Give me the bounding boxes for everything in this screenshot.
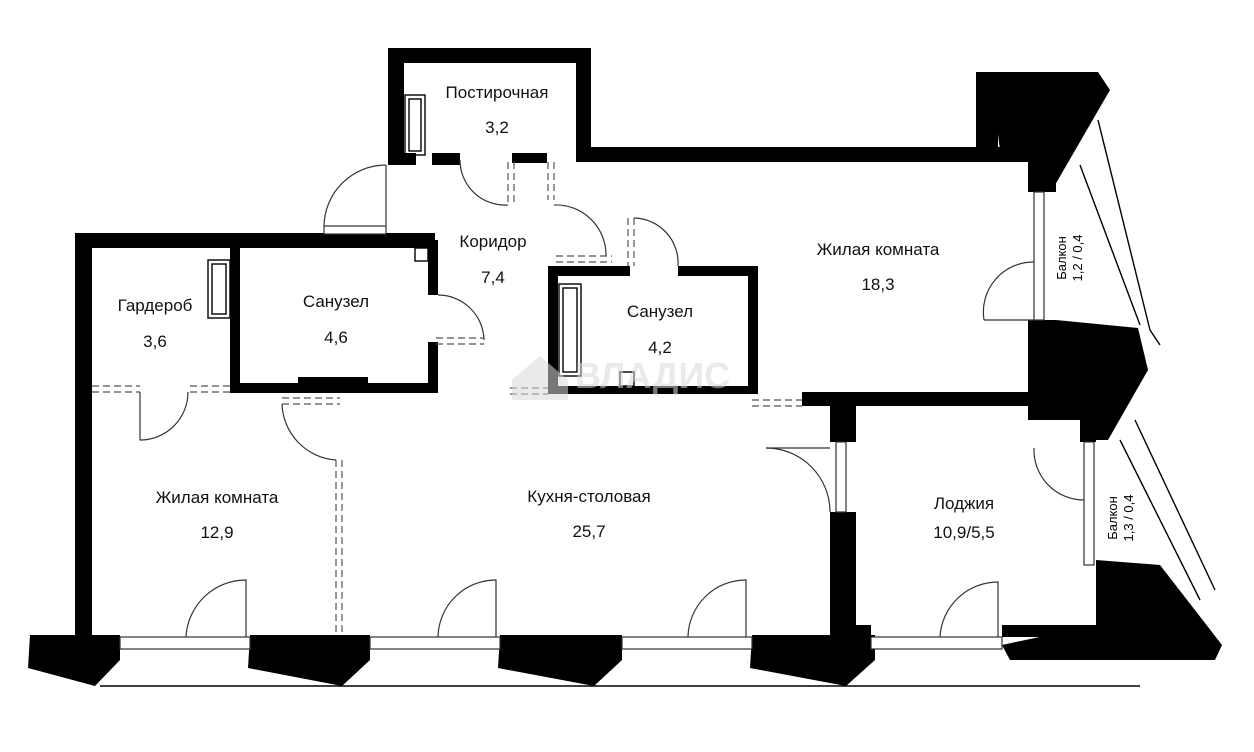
watermark-text: ВЛАДИС (575, 355, 730, 396)
room-area-garderob: 3,6 (143, 332, 167, 351)
exterior-outline (100, 119, 1216, 687)
shower-icon (414, 247, 429, 262)
balcony-area-2: 1,3 / 0,4 (1121, 495, 1136, 542)
doors (139, 159, 1085, 638)
room-area-sanuzel-2: 4,2 (648, 338, 672, 357)
room-name-zhilaya-malaya: Жилая комната (156, 488, 279, 507)
room-area-zhilaya-malaya: 12,9 (200, 523, 233, 542)
room-labels: Постирочная 3,2 Коридор 7,4 Гардероб 3,6… (118, 83, 995, 542)
room-area-sanuzel-1: 4,6 (324, 328, 348, 347)
partitions (92, 162, 802, 635)
watermark: ВЛАДИС (512, 355, 730, 400)
room-area-lodzhiya: 10,9/5,5 (933, 523, 994, 542)
room-area-zhilaya-bolshaya: 18,3 (861, 275, 894, 294)
windows (119, 191, 1095, 650)
room-area-postirochnaya: 3,2 (485, 118, 509, 137)
balcony-area-1: 1,2 / 0,4 (1070, 235, 1085, 282)
room-name-lodzhiya: Лоджия (934, 494, 994, 513)
room-name-kukhnya: Кухня-столовая (527, 487, 650, 506)
balcony-name-2: Балкон (1105, 496, 1120, 540)
sink-icon (619, 371, 635, 387)
balcony-name-1: Балкон (1054, 236, 1069, 280)
bathtub-icon-2 (558, 283, 582, 377)
bathtub-icon (207, 259, 231, 319)
walls (28, 48, 1222, 686)
room-name-sanuzel-1: Санузел (303, 292, 369, 311)
room-name-zhilaya-bolshaya: Жилая комната (817, 240, 940, 259)
balcony-labels: Балкон 1,2 / 0,4 Балкон 1,3 / 0,4 (1054, 235, 1136, 542)
fixtures (207, 94, 635, 387)
room-name-koridor: Коридор (459, 232, 526, 251)
room-area-kukhnya: 25,7 (572, 522, 605, 541)
room-name-garderob: Гардероб (118, 296, 193, 315)
room-area-koridor: 7,4 (481, 268, 505, 287)
washer-icon (404, 94, 426, 156)
room-name-sanuzel-2: Санузел (627, 302, 693, 321)
room-name-postirochnaya: Постирочная (446, 83, 549, 102)
